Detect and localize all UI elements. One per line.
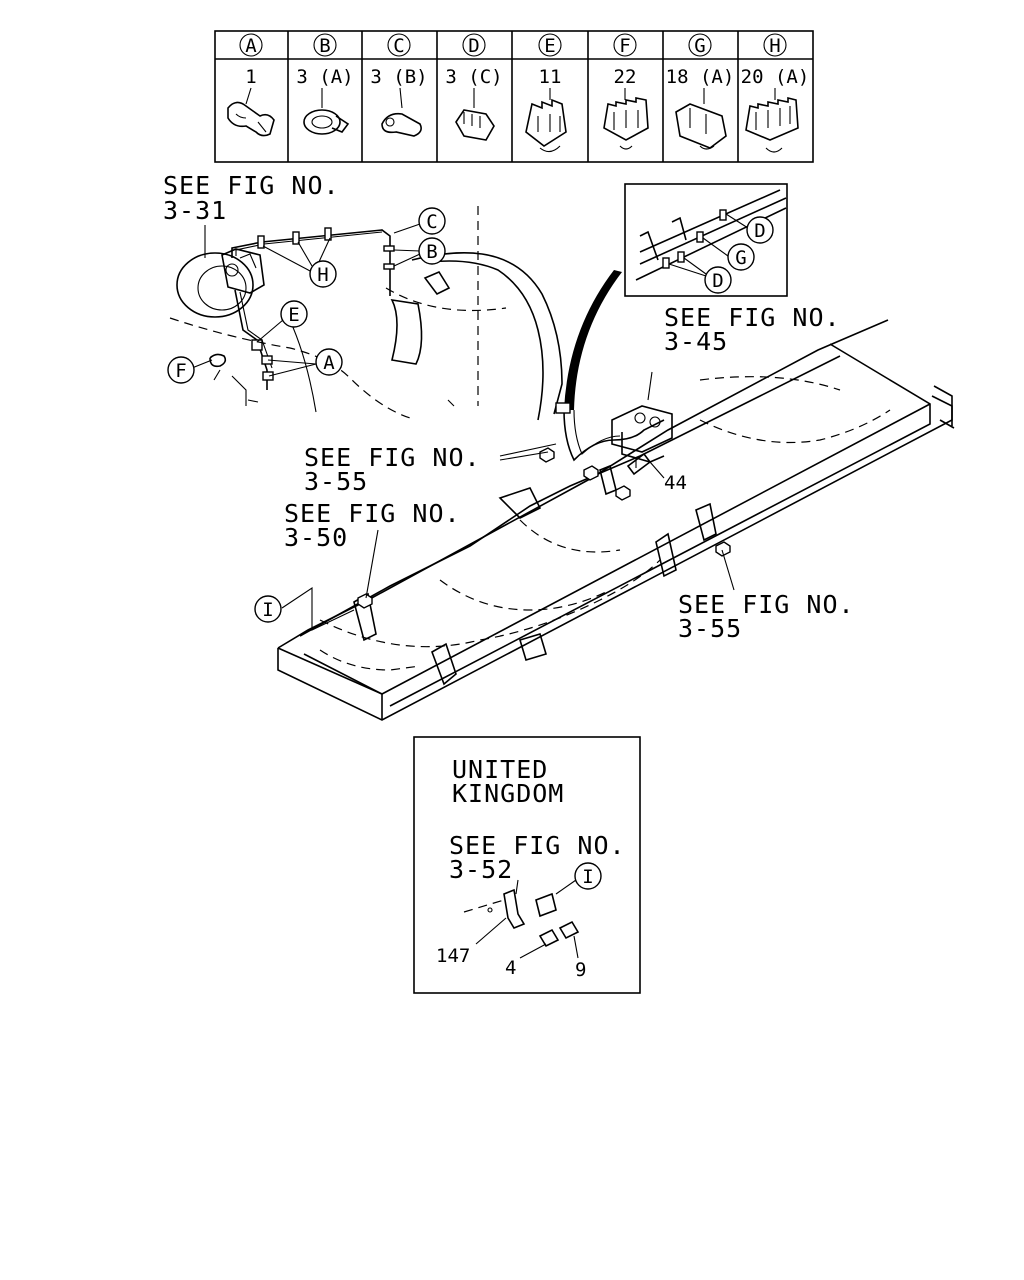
svg-text:E: E	[288, 304, 299, 326]
legend-part-e: 11	[539, 66, 562, 88]
chassis-frame-drawing	[277, 319, 955, 721]
see-fig-3-45-line1: SEE FIG NO.	[664, 303, 841, 332]
legend-part-b: 3 (A)	[296, 66, 353, 88]
uk-inset-line2: KINGDOM	[452, 779, 564, 808]
callout-b-top: B	[418, 237, 446, 265]
legend-letter-h: H	[763, 33, 787, 57]
rear-brake-area-drawing: SEE FIG NO. 3-31	[163, 171, 563, 421]
svg-text:G: G	[735, 247, 746, 269]
uk-inset-box: UNITED KINGDOM SEE FIG NO. 3-52 147 4 9	[413, 736, 641, 994]
clip-1-icon	[227, 87, 275, 137]
part-number-4: 4	[505, 957, 516, 979]
see-fig-3-55-top-line2: 3-55	[304, 467, 368, 496]
see-fig-3-50-line2: 3-50	[284, 523, 348, 552]
clip-22-icon	[603, 88, 649, 150]
legend-letter-f: F	[613, 33, 637, 57]
see-fig-3-52-line2: 3-52	[449, 855, 513, 884]
callout-i-inset: I	[574, 862, 602, 890]
see-fig-3-45-line2: 3-45	[664, 327, 728, 356]
svg-text:C: C	[393, 35, 404, 57]
svg-text:I: I	[582, 866, 593, 888]
clip-11-icon	[525, 88, 567, 153]
legend-letter-d: D	[462, 33, 486, 57]
clip-3c-icon	[455, 88, 495, 141]
legend-letter-b: B	[313, 33, 337, 57]
svg-text:D: D	[754, 220, 765, 242]
clip-20a-icon	[745, 88, 799, 153]
svg-text:D: D	[712, 270, 723, 292]
legend-part-h: 20 (A)	[741, 66, 810, 88]
see-fig-3-55-top-line1: SEE FIG NO.	[304, 443, 481, 472]
see-fig-3-31-line1: SEE FIG NO.	[163, 171, 340, 200]
part-number-147: 147	[436, 945, 470, 967]
svg-text:I: I	[262, 599, 273, 621]
legend-part-g: 18 (A)	[666, 66, 735, 88]
callout-d-inset-1: D	[746, 216, 774, 244]
legend-letter-g: G	[688, 33, 712, 57]
legend-part-c: 3 (B)	[370, 66, 427, 88]
clip-legend-table: A B C D E F G H 1 3 (A) 3 (B) 3 (C) 11 2…	[214, 30, 814, 163]
svg-text:H: H	[317, 264, 328, 286]
legend-letter-a: A	[239, 33, 263, 57]
legend-part-f: 22	[614, 66, 637, 88]
part-number-44: 44	[664, 472, 687, 494]
legend-part-d: 3 (C)	[445, 66, 502, 88]
legend-letter-e: E	[538, 33, 562, 57]
clip-3a-icon	[303, 88, 350, 135]
callout-i-frame: I	[254, 595, 282, 623]
svg-text:D: D	[468, 35, 479, 57]
see-fig-3-55-right-line1: SEE FIG NO.	[678, 590, 855, 619]
svg-text:C: C	[426, 211, 437, 233]
svg-text:F: F	[175, 360, 186, 382]
legend-letter-c: C	[387, 33, 411, 57]
see-fig-3-55-right-line2: 3-55	[678, 614, 742, 643]
svg-text:A: A	[323, 352, 335, 374]
clip-3b-icon	[381, 87, 422, 137]
svg-text:H: H	[769, 35, 780, 57]
svg-text:E: E	[544, 35, 555, 57]
see-fig-3-52-line1: SEE FIG NO.	[449, 831, 626, 860]
svg-text:A: A	[245, 35, 257, 57]
detail-inset-box	[564, 183, 788, 410]
svg-text:F: F	[619, 35, 630, 57]
callout-h-top: H	[309, 260, 337, 288]
see-fig-3-31-line2: 3-31	[163, 196, 227, 225]
callout-g-inset: G	[727, 243, 755, 271]
legend-part-a: 1	[245, 66, 256, 88]
svg-text:G: G	[694, 35, 705, 57]
callout-e-top: E	[280, 300, 308, 328]
uk-inset-line1: UNITED	[452, 755, 548, 784]
svg-text:B: B	[319, 35, 330, 57]
callout-a-top: A	[315, 348, 343, 376]
svg-text:B: B	[426, 241, 437, 263]
callout-d-inset-2: D	[704, 266, 732, 294]
part-number-9: 9	[575, 959, 586, 981]
callout-c-top: C	[418, 207, 446, 235]
see-fig-3-50-line1: SEE FIG NO.	[284, 499, 461, 528]
callout-f-top: F	[167, 356, 195, 384]
clip-18a-icon	[675, 88, 727, 150]
